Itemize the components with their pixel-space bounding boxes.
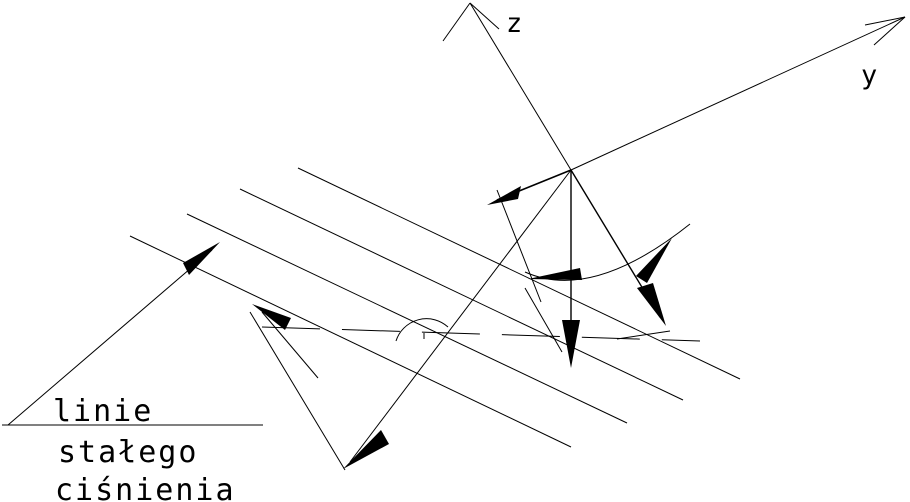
vector-lower-left-arrowhead bbox=[343, 430, 389, 469]
double-headed-arc-path bbox=[524, 223, 691, 281]
plane-edge-right-top bbox=[496, 189, 542, 303]
z-axis-line bbox=[469, 2, 572, 171]
z-axis-label: z bbox=[506, 8, 522, 39]
pressure-line-2 bbox=[239, 188, 684, 401]
vectors-group bbox=[7, 169, 666, 469]
caption-leader-shaft bbox=[7, 249, 213, 426]
caption-leader-arrowhead bbox=[183, 242, 220, 275]
double-headed-arc-left-head bbox=[528, 268, 582, 280]
caption-line-3: ciśnienia bbox=[55, 473, 236, 502]
vector-left-plane-arrowhead bbox=[252, 304, 291, 330]
pressure-line-4 bbox=[129, 235, 572, 448]
z-axis-arrowhead-right bbox=[469, 2, 500, 30]
angle-marker-arc bbox=[395, 318, 449, 342]
axes-group bbox=[442, 2, 906, 171]
plane-edge-right-bottom bbox=[616, 330, 671, 340]
pressure-line-1 bbox=[297, 167, 741, 380]
vector-left-plane-shaft bbox=[261, 311, 319, 379]
plane-edge-left bbox=[249, 311, 346, 471]
caption-line-1: linie bbox=[53, 394, 153, 429]
plane-edges-group bbox=[249, 189, 671, 471]
plane-edge-inner-diagonal bbox=[524, 287, 563, 353]
pressure-lines-group bbox=[129, 167, 741, 448]
labels-group: z y linie stałego ciśnienia bbox=[2, 8, 877, 502]
arcs-group bbox=[395, 223, 691, 342]
z-axis-arrowhead-left bbox=[442, 2, 471, 42]
double-headed-arc-right-head bbox=[636, 238, 672, 283]
y-axis-arrowhead-lower bbox=[873, 16, 906, 46]
dashed-lines-group bbox=[261, 326, 701, 342]
caption-line-2: stałego bbox=[58, 435, 198, 470]
pressure-line-3 bbox=[186, 213, 628, 424]
dashed-plane-edge-icon bbox=[261, 326, 701, 342]
vector-lower-left-shaft bbox=[349, 169, 572, 463]
vector-lower-right-arrowhead bbox=[637, 283, 666, 326]
vector-upper-left-arrowhead bbox=[487, 186, 521, 205]
y-axis-line bbox=[570, 16, 906, 171]
y-axis-arrowhead-upper bbox=[864, 16, 906, 26]
y-axis-label: y bbox=[861, 60, 877, 91]
vector-vertical-arrowhead bbox=[562, 320, 580, 368]
